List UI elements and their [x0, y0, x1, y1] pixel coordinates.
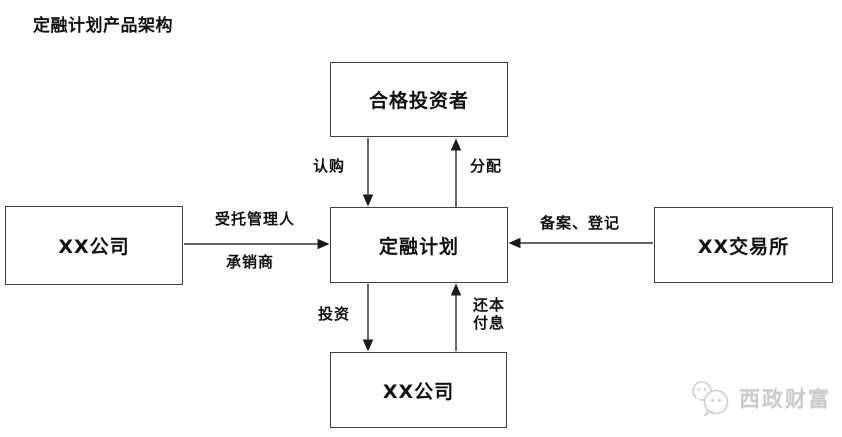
node-qualified-investors-label: 合格投资者 — [368, 90, 469, 112]
wechat-icon — [692, 381, 729, 417]
node-company-left-label: XX公司 — [58, 236, 130, 258]
edge-label-invest: 投资 — [318, 305, 351, 323]
node-company-bottom: XX公司 — [330, 352, 507, 428]
edge-label-subscribe: 认购 — [313, 157, 346, 175]
edge-label-underwriter: 承销商 — [225, 253, 275, 271]
edge-label-repay: 还本 付息 — [473, 296, 506, 332]
node-financing-plan-label: 定融计划 — [378, 235, 459, 258]
edge-label-filing: 备案、登记 — [539, 214, 621, 232]
node-company-bottom-label: XX公司 — [382, 380, 455, 403]
edge-label-trustee: 受托管理人 — [214, 210, 296, 228]
watermark: 西政财富 — [688, 379, 831, 417]
node-exchange-label: XX交易所 — [697, 235, 790, 258]
node-exchange: XX交易所 — [654, 207, 833, 283]
node-financing-plan: 定融计划 — [330, 207, 508, 283]
node-company-left: XX公司 — [5, 206, 183, 285]
watermark-text: 西政财富 — [739, 387, 831, 411]
edge-label-distribute: 分配 — [470, 157, 503, 175]
node-qualified-investors: 合格投资者 — [330, 62, 508, 137]
diagram-title: 定融计划产品架构 — [33, 16, 173, 36]
